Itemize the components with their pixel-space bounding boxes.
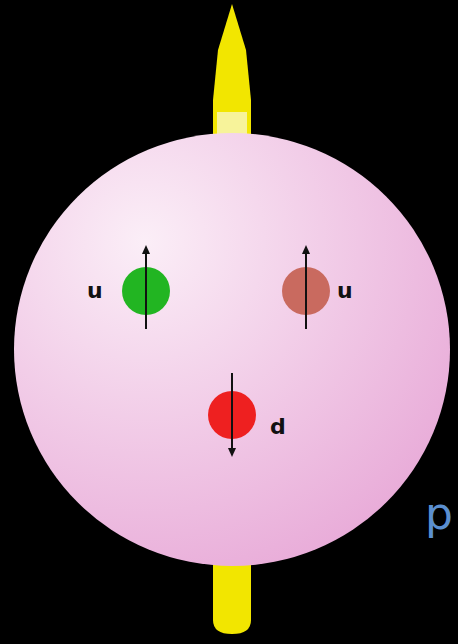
quark-label: u [337, 278, 353, 304]
quark-circle: u [122, 267, 170, 315]
spin-line [145, 249, 147, 329]
quark-circle: u [282, 267, 330, 315]
proton-shape [14, 133, 450, 566]
spin-line [305, 249, 307, 329]
particle-label: p [425, 488, 453, 539]
spin-arrow-head [213, 4, 251, 150]
quark-shape [208, 391, 256, 439]
proton-body [14, 133, 450, 566]
proton-circle: puud [14, 133, 450, 566]
quark-shape [122, 267, 170, 315]
spin-arrowhead [142, 245, 150, 254]
spin-arrowhead [228, 448, 236, 457]
spin-line [231, 373, 233, 453]
quark-circle: d [208, 391, 256, 439]
quark-label: d [270, 414, 286, 440]
quark-shape [282, 267, 330, 315]
spin-arrowhead [302, 245, 310, 254]
quark-label: u [87, 278, 103, 304]
spin-arrow-tail [213, 555, 251, 634]
